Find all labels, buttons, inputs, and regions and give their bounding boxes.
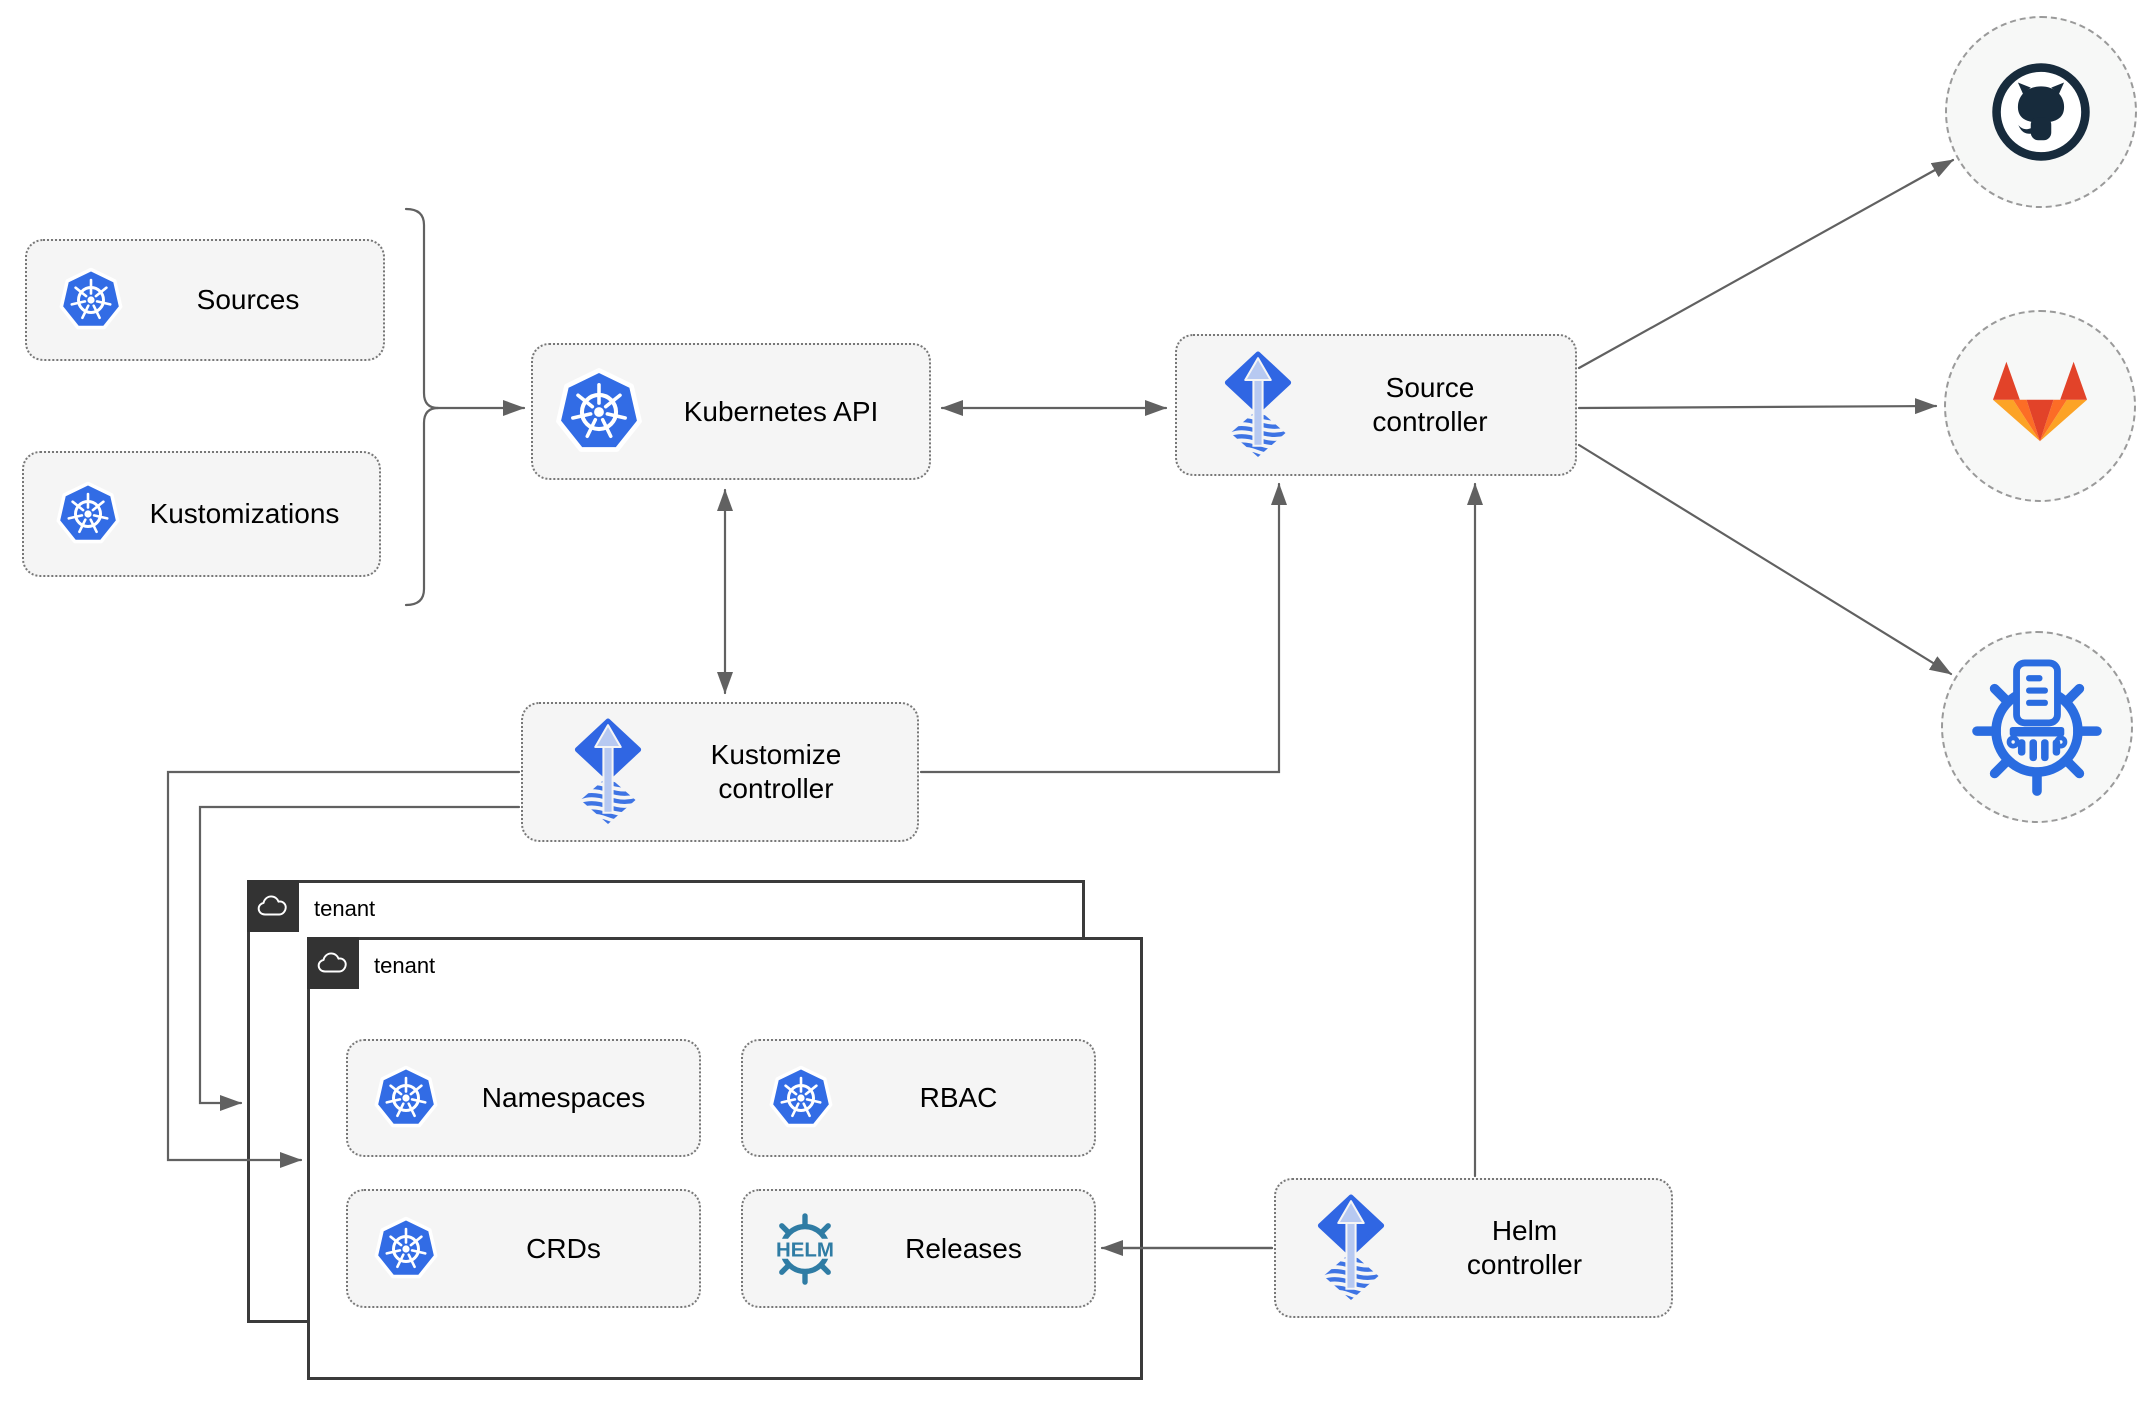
kustomize-controller-node: Kustomize controller (521, 702, 919, 842)
kubernetes-icon (769, 1065, 833, 1131)
arrow-source-to-chartmuseum (1577, 443, 1953, 676)
namespaces-label: Namespaces (481, 1082, 646, 1114)
kubernetes-api-node: Kubernetes API (531, 343, 931, 480)
helm-icon: HELM (767, 1211, 843, 1287)
source-controller-label: Source controller (1372, 372, 1488, 437)
arrow-kustomize-to-source-controller (919, 482, 1287, 774)
chartmuseum-remote (1941, 631, 2133, 823)
source-controller-node: Source controller (1175, 334, 1577, 476)
kustomizations-label: Kustomizations (149, 498, 340, 530)
tenant-tag (247, 880, 299, 932)
flux-icon (1314, 1194, 1388, 1302)
cloud-icon (256, 893, 290, 919)
helm-controller-node: Helm controller (1274, 1178, 1673, 1318)
tenant-container-front: tenant (307, 937, 1143, 1380)
crds-label: CRDs (526, 1232, 601, 1264)
rbac-node: RBAC (741, 1039, 1096, 1157)
gitlab-remote (1944, 310, 2136, 502)
crds-node: CRDs (346, 1189, 701, 1308)
tenant-label: tenant (314, 896, 376, 921)
github-remote (1945, 16, 2137, 208)
bracket (404, 207, 440, 410)
sources-label: Sources (196, 284, 300, 316)
kubernetes-icon (555, 367, 643, 457)
github-icon (1992, 63, 2090, 161)
tenant-label: tenant (374, 953, 436, 978)
kubernetes-icon (374, 1065, 438, 1131)
releases-label: Releases (905, 1232, 1022, 1264)
chartmuseum-icon (1972, 659, 2102, 796)
gitlab-icon (1992, 361, 2088, 441)
flux-icon (1221, 351, 1295, 459)
namespaces-node: Namespaces (346, 1039, 701, 1157)
kustomizations-node: Kustomizations (22, 451, 381, 577)
arrow-source-to-gitlab (1577, 398, 1938, 415)
kubernetes-icon (56, 481, 120, 547)
kubernetes-icon (374, 1216, 438, 1282)
flux-icon (571, 718, 645, 826)
tenant-tag (307, 937, 359, 989)
bracket (404, 406, 440, 607)
sources-node: Sources (25, 239, 385, 361)
cloud-icon (316, 950, 350, 976)
helm-wordmark: HELM (776, 1238, 834, 1261)
releases-node: HELM Releases (741, 1189, 1096, 1308)
rbac-label: RBAC (919, 1082, 998, 1114)
kustomize-controller-label: Kustomize controller (710, 739, 842, 804)
helm-controller-label: Helm controller (1466, 1215, 1583, 1280)
arrow-source-to-github (1577, 158, 1955, 370)
kubernetes-icon (59, 267, 123, 333)
kubernetes-api-label: Kubernetes API (683, 395, 879, 427)
